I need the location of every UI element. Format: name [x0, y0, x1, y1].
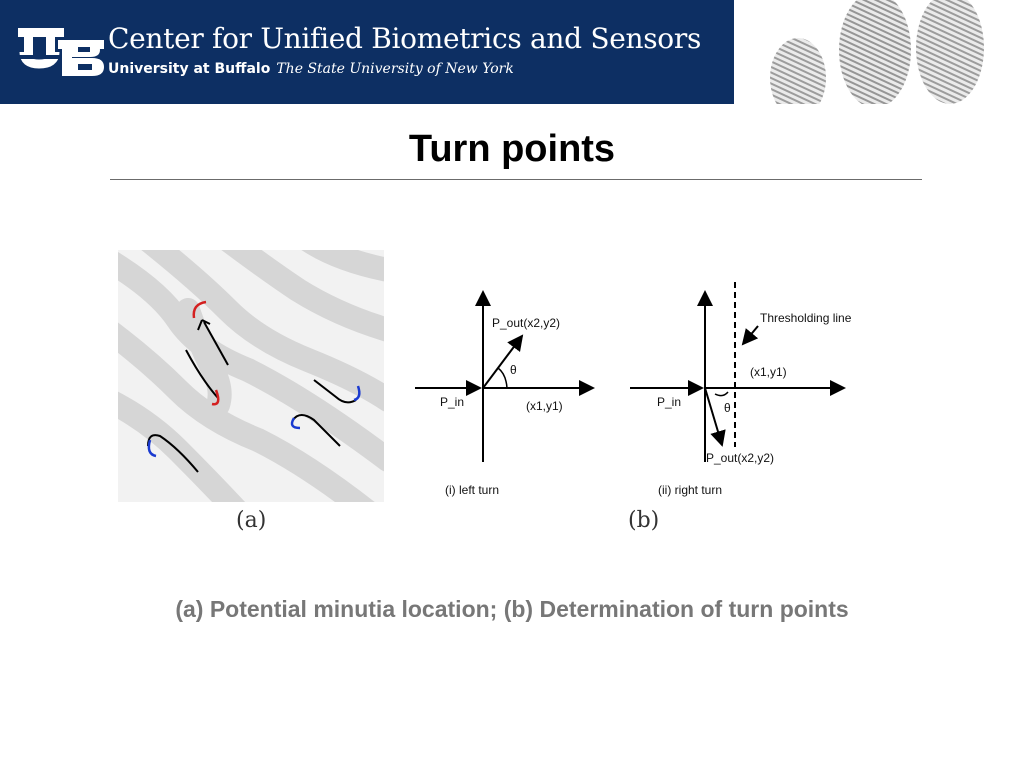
- figure-b-turn-diagrams: P_out(x2,y2) θ P_in (x1,y1) (i) left tur…: [415, 282, 852, 497]
- left-theta-arc: [497, 367, 508, 389]
- university-line: University at Buffalo The State Universit…: [108, 58, 514, 77]
- red-marker-1: [192, 300, 207, 319]
- ridge-line-2: [185, 349, 219, 399]
- left-p-out-arrow: [482, 334, 524, 389]
- fingerprint-images: [770, 0, 984, 104]
- arrow-head-1: [197, 319, 211, 331]
- right-p-out-arrow: [704, 387, 726, 447]
- left-turn-diagram: [415, 290, 595, 462]
- university-name: University at Buffalo: [108, 61, 271, 77]
- ridge-line-4: [292, 414, 341, 447]
- left-p-out-label: P_out(x2,y2): [492, 316, 560, 330]
- ridge-line-1: [203, 321, 229, 366]
- figure-a-ridge-image: [118, 250, 384, 502]
- ub-logo: [18, 28, 104, 76]
- title-divider: [110, 179, 922, 180]
- center-name: Center for Unified Biometrics and Sensor…: [108, 22, 702, 55]
- blue-marker-1: [353, 385, 361, 402]
- header-banner: Center for Unified Biometrics and Sensor…: [0, 0, 734, 104]
- threshold-pointer-arrow: [741, 325, 759, 346]
- suny-name: The State University of New York: [276, 61, 514, 77]
- left-x1y1-label: (x1,y1): [526, 399, 563, 413]
- right-p-in-label: P_in: [657, 395, 681, 409]
- figure-caption: (a) Potential minutia location; (b) Dete…: [175, 596, 849, 622]
- red-marker-2: [211, 389, 220, 406]
- left-theta-label: θ: [510, 363, 517, 377]
- fingerprint-1: [770, 38, 826, 104]
- blue-marker-3: [147, 439, 157, 458]
- fingerprint-2: [839, 0, 911, 104]
- blue-marker-2: [290, 417, 301, 430]
- right-theta-arc: [714, 391, 729, 397]
- right-turn-diagram: [630, 282, 846, 462]
- threshold-label: Thresholding line: [760, 311, 852, 325]
- red-minutia-markers: [192, 300, 220, 406]
- right-turn-caption: (ii) right turn: [658, 483, 722, 497]
- right-theta-label: θ: [724, 401, 731, 415]
- figure-label-b: (b): [628, 508, 660, 533]
- figure-label-a: (a): [236, 508, 267, 533]
- left-p-in-label: P_in: [440, 395, 464, 409]
- left-turn-caption: (i) left turn: [445, 483, 499, 497]
- right-p-out-label: P_out(x2,y2): [706, 451, 774, 465]
- ridge-line-5: [147, 434, 199, 473]
- slide-title: Turn points: [408, 128, 616, 170]
- fingerprint-3: [916, 0, 984, 104]
- ridge-line-3: [313, 379, 357, 404]
- right-x1y1-label: (x1,y1): [750, 365, 787, 379]
- blue-minutia-markers: [147, 385, 361, 458]
